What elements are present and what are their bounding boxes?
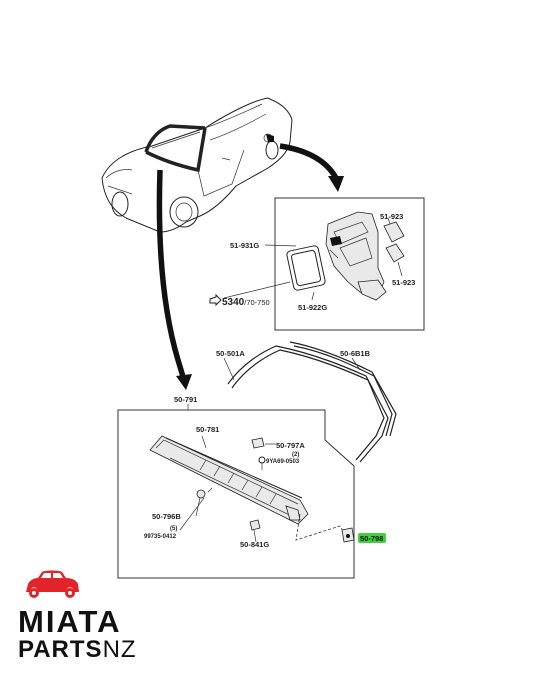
logo-text-miata: MIATA [18,604,122,639]
highlight-marker [358,533,386,543]
part-labels: 51-923 51-931G 51-923 51-922G 5340/70-75… [144,212,415,549]
label-50-796b[interactable]: 50-796B [152,512,181,521]
label-50-798[interactable]: 50-798 [360,534,383,543]
cowl-panel [117,404,355,579]
label-qty-5: (5) [170,526,177,532]
callout-arrows [156,143,344,390]
car-logo-icon [26,570,79,598]
fuel-lid-panel [264,197,425,331]
moulding-strips [223,341,397,463]
label-50-791[interactable]: 50-791 [174,395,197,404]
label-99735-0412[interactable]: 99735-0412 [144,534,177,540]
label-50-501a[interactable]: 50-501A [216,349,245,358]
reference-arrow-icon [209,281,291,307]
label-50-841g[interactable]: 50-841G [240,540,269,549]
logo-text-parts-nz: PARTSNZ [18,636,137,663]
label-51-931g[interactable]: 51-931G [230,241,259,250]
label-50-6b1b[interactable]: 50-6B1B [340,349,371,358]
miata-parts-nz-logo: MIATA PARTSNZ [18,568,136,668]
label-51-922g[interactable]: 51-922G [298,303,327,312]
label-5340[interactable]: 5340/70-750 [222,297,270,308]
label-50-797a[interactable]: 50-797A [276,441,305,450]
label-51-923-a[interactable]: 51-923 [380,212,403,221]
label-qty-2: (2) [292,452,299,458]
car-illustration [101,97,293,233]
label-9ya69-0503[interactable]: 9YA69-0503 [266,459,300,465]
label-50-781[interactable]: 50-781 [196,425,219,434]
label-51-923-b[interactable]: 51-923 [392,278,415,287]
